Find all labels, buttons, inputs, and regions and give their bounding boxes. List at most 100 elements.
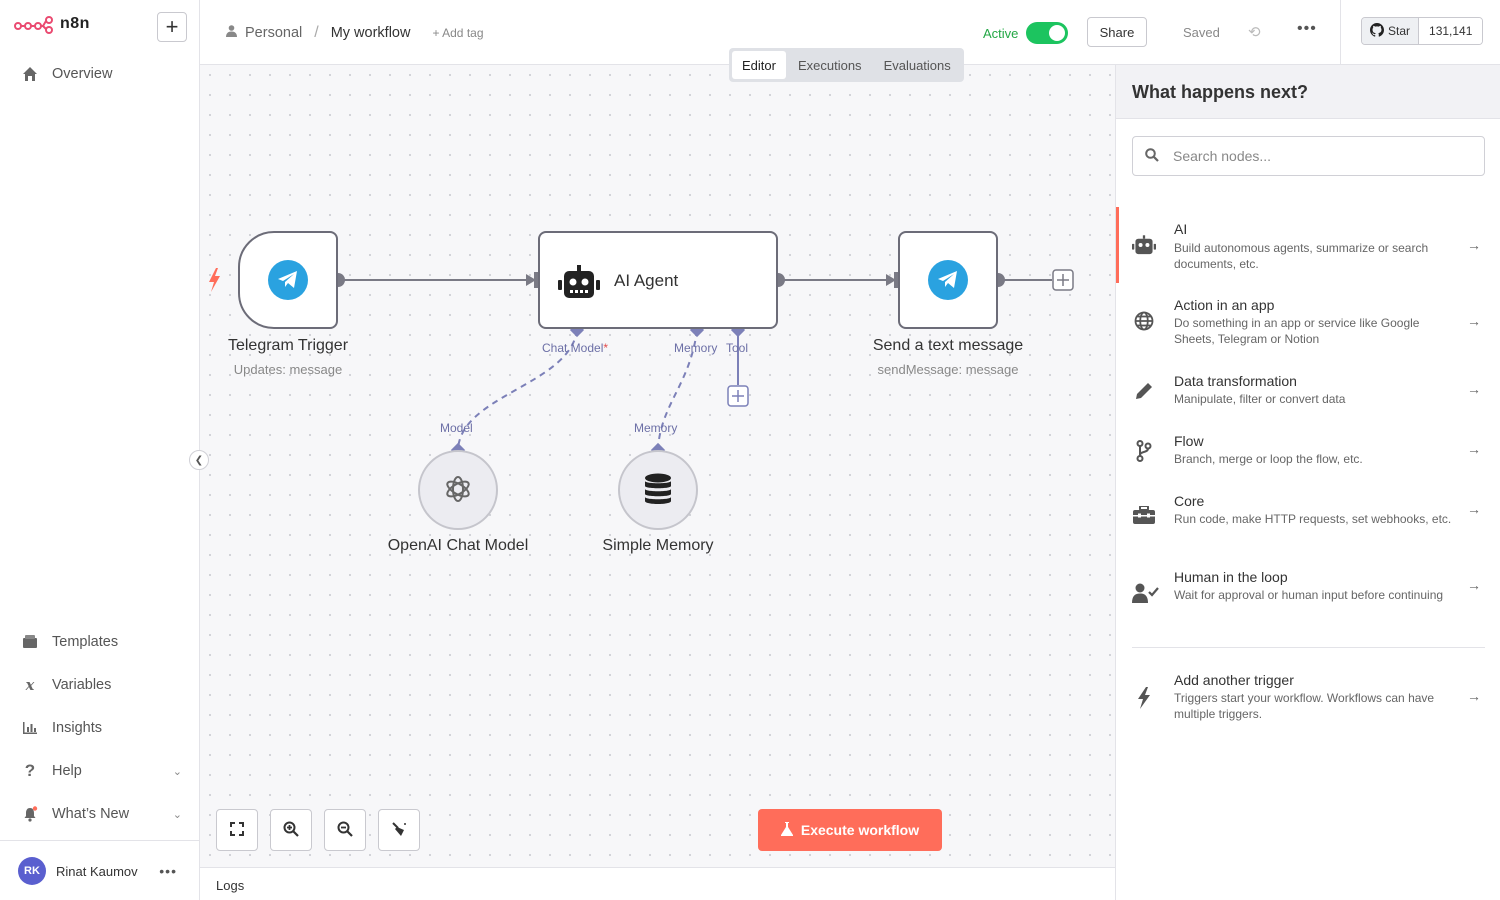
category-desc: Manipulate, filter or convert data bbox=[1174, 392, 1346, 406]
arrow-right-icon: → bbox=[1467, 441, 1481, 457]
sidebar-item-variables[interactable]: x Variables bbox=[22, 677, 182, 694]
add-another-trigger[interactable]: Add another trigger Triggers start your … bbox=[1116, 672, 1500, 724]
share-button[interactable]: Share bbox=[1087, 17, 1147, 47]
sidebar-item-label: Variables bbox=[52, 677, 112, 693]
tidy-up-button[interactable] bbox=[378, 809, 420, 851]
node-creator-panel: What happens next? AI Build autonomous a… bbox=[1115, 65, 1500, 900]
user-icon bbox=[226, 25, 237, 41]
sidebar-item-whats-new[interactable]: What’s New ⌄ bbox=[22, 806, 182, 822]
sidebar-item-templates[interactable]: Templates bbox=[22, 634, 182, 650]
sidebar-item-label: Overview bbox=[52, 66, 113, 82]
chevron-left-icon: ❮ bbox=[194, 454, 204, 466]
active-label: Active bbox=[983, 25, 1019, 41]
tab-editor[interactable]: Editor bbox=[732, 51, 786, 79]
arrow-right-icon: → bbox=[1467, 381, 1481, 397]
chevron-down-icon[interactable]: ⌄ bbox=[172, 808, 182, 821]
node-title: Telegram Trigger bbox=[227, 337, 349, 354]
openai-icon bbox=[442, 473, 474, 508]
tab-evaluations[interactable]: Evaluations bbox=[883, 57, 951, 73]
node-title: Send a text message bbox=[872, 337, 1024, 354]
logo[interactable]: n8n bbox=[14, 14, 90, 34]
github-star-count: 131,141 bbox=[1419, 18, 1483, 44]
zoom-in-button[interactable] bbox=[270, 809, 312, 851]
workflow-canvas[interactable]: Telegram Trigger Updates: message AI Age… bbox=[200, 65, 1115, 867]
category-core[interactable]: Core Run code, make HTTP requests, set w… bbox=[1116, 493, 1500, 545]
telegram-icon bbox=[928, 260, 968, 300]
bell-icon bbox=[22, 806, 38, 822]
port-label-tool: Tool bbox=[726, 341, 749, 355]
fullscreen-icon bbox=[230, 821, 244, 839]
breadcrumb-project[interactable]: Personal bbox=[245, 25, 303, 41]
category-human-in-the-loop[interactable]: Human in the loop Wait for approval or h… bbox=[1116, 569, 1500, 621]
history-icon[interactable]: ⟲ bbox=[1248, 24, 1261, 41]
sidebar-item-help[interactable]: ? Help ⌄ bbox=[22, 761, 182, 780]
sidebar: n8n + Overview Templates x Variables Ins… bbox=[0, 0, 200, 900]
zoom-in-icon bbox=[283, 821, 299, 840]
chevron-down-icon[interactable]: ⌄ bbox=[172, 765, 182, 778]
add-tag-button[interactable]: + Add tag bbox=[432, 26, 484, 40]
sidebar-item-overview[interactable]: Overview bbox=[22, 66, 182, 82]
chart-icon bbox=[22, 720, 38, 736]
category-ai[interactable]: AI Build autonomous agents, summarize or… bbox=[1116, 207, 1500, 283]
broom-icon bbox=[391, 821, 407, 840]
category-title: Action in an app bbox=[1174, 297, 1275, 313]
arrow-right-icon: → bbox=[1467, 313, 1481, 329]
sidebar-item-label: What’s New bbox=[52, 806, 130, 822]
category-desc: Do something in an app or service like G… bbox=[1174, 316, 1420, 346]
node-openai-chat-model[interactable] bbox=[418, 450, 498, 530]
help-icon: ? bbox=[24, 761, 36, 780]
more-icon[interactable]: ••• bbox=[159, 863, 177, 879]
fit-view-button[interactable] bbox=[216, 809, 258, 851]
active-toggle[interactable] bbox=[1026, 22, 1069, 44]
header-divider bbox=[1340, 0, 1341, 65]
search-input[interactable] bbox=[1173, 148, 1453, 164]
category-flow[interactable]: Flow Branch, merge or loop the flow, etc… bbox=[1116, 433, 1500, 469]
category-desc: Branch, merge or loop the flow, etc. bbox=[1174, 452, 1363, 466]
flask-icon bbox=[780, 821, 793, 839]
plus-icon: + bbox=[165, 14, 179, 39]
bolt-icon bbox=[1132, 686, 1156, 710]
database-icon bbox=[644, 473, 672, 508]
input-port bbox=[534, 272, 539, 288]
sidebar-divider bbox=[0, 840, 199, 841]
n8n-logo-icon bbox=[14, 16, 53, 34]
port-label-memory: Memory bbox=[674, 341, 718, 355]
node-title: OpenAI Chat Model bbox=[387, 537, 529, 554]
collapse-sidebar-button[interactable]: ❮ bbox=[189, 450, 209, 470]
arrow-right-icon: → bbox=[1467, 688, 1481, 704]
box-icon bbox=[22, 634, 38, 650]
execute-workflow-label: Execute workflow bbox=[800, 822, 920, 838]
node-send-message[interactable] bbox=[898, 231, 998, 329]
logs-label: Logs bbox=[216, 878, 245, 893]
zoom-out-button[interactable] bbox=[324, 809, 366, 851]
category-title: AI bbox=[1174, 221, 1188, 237]
sidebar-item-label: Insights bbox=[52, 720, 102, 736]
node-ai-agent[interactable]: AI Agent bbox=[538, 231, 778, 329]
sidebar-item-insights[interactable]: Insights bbox=[22, 720, 182, 736]
node-simple-memory[interactable] bbox=[618, 450, 698, 530]
tab-executions[interactable]: Executions bbox=[797, 57, 862, 73]
telegram-icon bbox=[268, 260, 308, 300]
workflow-name[interactable]: My workflow bbox=[330, 25, 411, 41]
connection-model bbox=[457, 329, 578, 451]
category-title: Data transformation bbox=[1174, 373, 1297, 389]
trigger-bolt-icon bbox=[209, 268, 220, 292]
execute-workflow-button[interactable]: Execute workflow bbox=[758, 809, 942, 851]
node-telegram-trigger[interactable] bbox=[238, 231, 338, 329]
node-subtitle: sendMessage: message bbox=[877, 362, 1019, 377]
category-desc: Wait for approval or human input before … bbox=[1174, 588, 1444, 602]
category-title: Flow bbox=[1174, 433, 1204, 449]
more-icon[interactable]: ••• bbox=[1297, 20, 1317, 37]
category-action-in-an-app[interactable]: Action in an app Do something in an app … bbox=[1116, 297, 1500, 349]
node-title: AI Agent bbox=[614, 271, 679, 290]
app-name: n8n bbox=[60, 15, 90, 32]
connection-memory bbox=[657, 329, 698, 451]
search-box bbox=[1132, 136, 1485, 176]
user-menu[interactable]: RK Rinat Kaumov ••• bbox=[18, 857, 183, 885]
category-data-transformation[interactable]: Data transformation Manipulate, filter o… bbox=[1116, 373, 1500, 409]
logs-bar[interactable]: Logs bbox=[200, 867, 1115, 900]
add-button[interactable]: + bbox=[157, 12, 187, 42]
input-port bbox=[894, 272, 899, 288]
user-name: Rinat Kaumov bbox=[56, 863, 138, 879]
github-star-button[interactable]: Star 131,141 bbox=[1361, 17, 1484, 45]
